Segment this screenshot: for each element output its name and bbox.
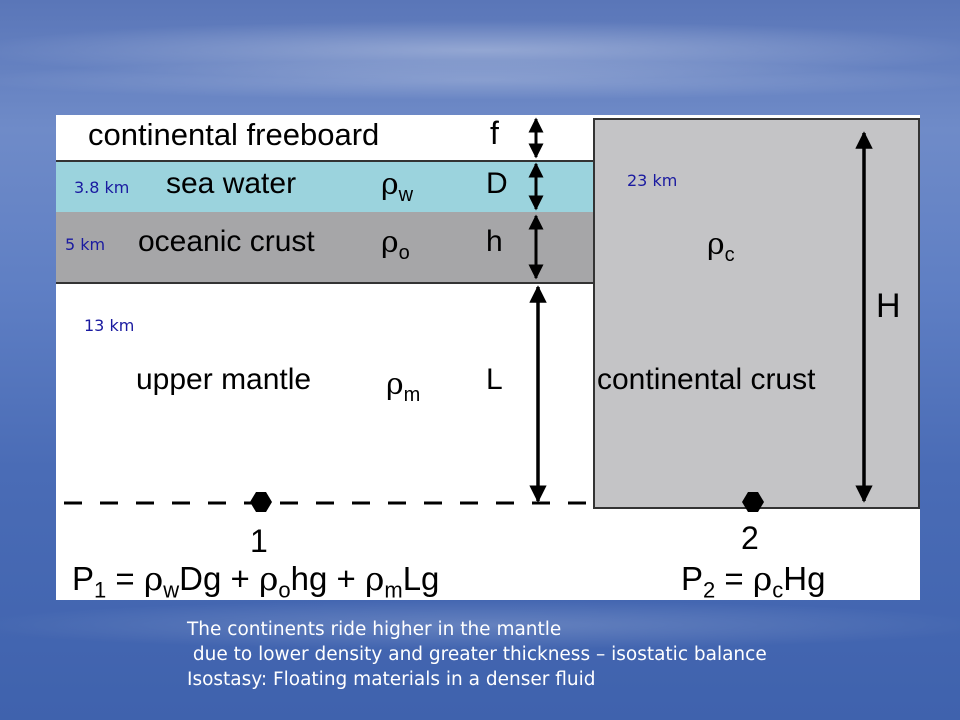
point-2-label: 2 [741, 520, 759, 556]
background-streak [0, 60, 960, 100]
point-1-label: 1 [250, 523, 268, 559]
background-streak [0, 600, 960, 650]
oceanic-crust-density: ρo [381, 225, 410, 264]
point-2-marker [742, 492, 764, 512]
upper-mantle-label: upper mantle [136, 363, 312, 396]
sea-water-layer [56, 160, 593, 216]
upper-mantle-km-label: 13 km [84, 316, 135, 335]
continent-km-label: 23 km [627, 171, 678, 190]
freeboard-symbol: f [490, 115, 499, 151]
continent-thickness-symbol: H [876, 287, 901, 325]
oceanic-crust-thickness: h [486, 225, 503, 258]
freeboard-label: continental freeboard [88, 117, 380, 152]
upper-mantle-density: ρm [386, 367, 421, 406]
caption-line-2: due to lower density and greater thickne… [187, 644, 767, 665]
continental-crust-label: continental crust [597, 363, 816, 396]
caption-line-1: The continents ride higher in the mantle [187, 619, 562, 640]
slide-caption: The continents ride higher in the mantle… [187, 617, 767, 692]
sea-water-thickness: D [486, 167, 508, 200]
isostasy-diagram: continental freeboard f sea water ρw D o… [56, 115, 920, 600]
point-1-marker [250, 492, 272, 512]
caption-line-3: Isostasy: Floating materials in a denser… [187, 669, 596, 690]
sea-water-label: sea water [166, 167, 297, 200]
background-streak [0, 20, 960, 80]
continental-crust-density: ρc [707, 227, 735, 266]
oceanic-crust-label: oceanic crust [138, 225, 315, 258]
upper-mantle-thickness: L [486, 363, 503, 396]
oceanic-crust-km-label: 5 km [65, 235, 106, 254]
oceanic-crust-layer [56, 212, 593, 284]
pressure-equation-1: P1 = ρwDg + ρohg + ρmLg [72, 559, 440, 600]
sea-water-density: ρw [381, 167, 414, 206]
diagram-marks [64, 117, 873, 512]
sea-water-km-label: 3.8 km [74, 178, 130, 197]
pressure-equation-2: P2 = ρcHg [681, 559, 826, 600]
